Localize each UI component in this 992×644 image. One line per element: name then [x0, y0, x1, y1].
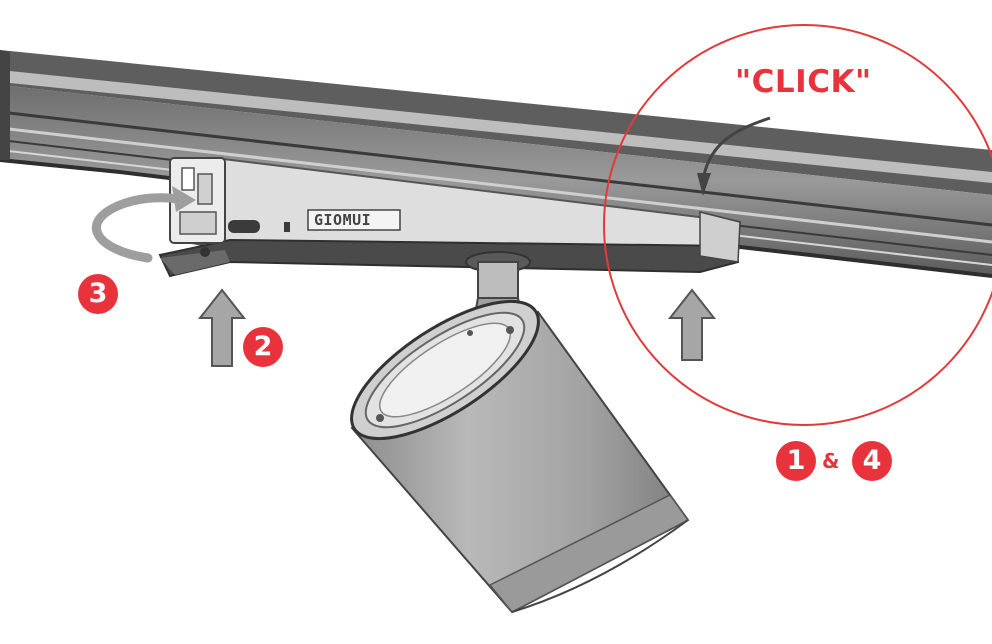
adapter-brand-label: GIOMUI	[314, 211, 372, 229]
step-3-badge: 3	[78, 274, 118, 314]
track-rail	[0, 50, 992, 278]
step-2-badge: 2	[243, 327, 283, 367]
spotlight-head	[350, 299, 690, 614]
step-4-badge: 4	[852, 441, 892, 481]
up-arrow-right	[667, 288, 717, 361]
rotate-arrow	[92, 186, 196, 263]
up-arrow-left	[197, 288, 247, 367]
click-pointer-arrow	[697, 116, 771, 196]
detail-highlight-circle	[603, 24, 992, 426]
step-1-badge: 1	[776, 441, 816, 481]
ampersand-label: &	[822, 449, 840, 473]
click-label: "CLICK"	[735, 64, 872, 100]
track-adapter	[158, 156, 742, 278]
